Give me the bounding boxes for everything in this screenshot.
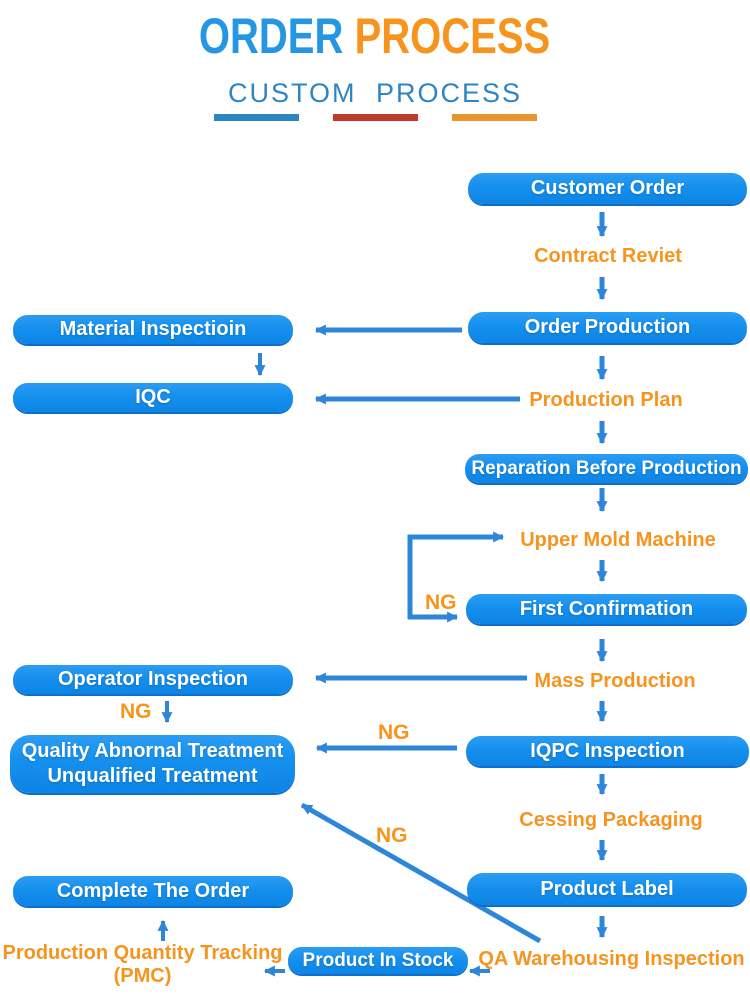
node-product-in-stock: Product In Stock xyxy=(288,947,468,974)
title-order: ORDER xyxy=(199,8,344,64)
bar-blue xyxy=(213,114,299,121)
node-order-production: Order Production xyxy=(468,312,747,343)
node-first-confirmation-label: First Confirmation xyxy=(519,597,694,620)
node-iqpc-inspection: IQPC Inspection xyxy=(466,736,749,766)
node-material-inspection-label: Material Inspectioin xyxy=(59,318,247,340)
page-subtitle: CUSTOM PROCESS xyxy=(227,78,523,108)
node-order-production-label: Order Production xyxy=(524,316,691,338)
node-iqc: IQC xyxy=(13,383,293,412)
ng-label-first-confirmation: NG xyxy=(425,591,457,614)
bar-red xyxy=(332,114,418,121)
node-contract-review: Contract Reviet xyxy=(534,245,682,267)
node-material-inspection: Material Inspectioin xyxy=(13,315,293,344)
node-customer-order-label: Customer Order xyxy=(530,177,685,199)
node-operator-inspection: Operator Inspection xyxy=(13,665,293,694)
node-pmc-line1: Production Quantity Tracking xyxy=(2,942,283,964)
node-quality-line1: Quality Abnornal Treatment xyxy=(21,740,284,762)
node-quality-abnormal-treatment: Quality Abnornal Treatment Unqualified T… xyxy=(10,735,295,793)
node-pmc-line2: (PMC) xyxy=(113,965,172,987)
bar-orange xyxy=(451,114,537,121)
node-reparation-label: Reparation Before Production xyxy=(471,457,742,479)
node-reparation-before-production: Reparation Before Production xyxy=(465,454,748,483)
ng-label-operator-inspection: NG xyxy=(120,700,152,723)
node-customer-order: Customer Order xyxy=(468,173,747,204)
node-cessing-packaging: Cessing Packaging xyxy=(519,809,703,831)
ng-label-iqpc-inspection: NG xyxy=(378,721,410,744)
node-operator-inspection-label: Operator Inspection xyxy=(57,668,249,690)
node-complete-the-order: Complete The Order xyxy=(13,876,293,906)
node-mass-production: Mass Production xyxy=(534,670,696,692)
node-complete-the-order-label: Complete The Order xyxy=(56,879,250,902)
node-first-confirmation: First Confirmation xyxy=(466,594,747,624)
node-quality-line2: Unqualified Treatment xyxy=(47,765,258,787)
node-product-label-label: Product Label xyxy=(540,877,674,900)
node-product-in-stock-label: Product In Stock xyxy=(302,949,454,971)
node-pmc-tracking: Production Quantity Tracking (PMC) xyxy=(0,942,285,988)
title-process: PROCESS xyxy=(355,8,551,64)
node-iqpc-inspection-label: IQPC Inspection xyxy=(530,739,685,762)
node-iqc-label: IQC xyxy=(135,386,171,408)
node-product-label: Product Label xyxy=(467,873,747,905)
ng-label-qa-warehousing: NG xyxy=(376,824,408,847)
node-production-plan: Production Plan xyxy=(529,389,683,411)
title-underline-bars xyxy=(0,114,750,121)
node-qa-warehousing-inspection: QA Warehousing Inspection xyxy=(478,948,745,970)
node-upper-mold-machine: Upper Mold Machine xyxy=(520,529,716,551)
